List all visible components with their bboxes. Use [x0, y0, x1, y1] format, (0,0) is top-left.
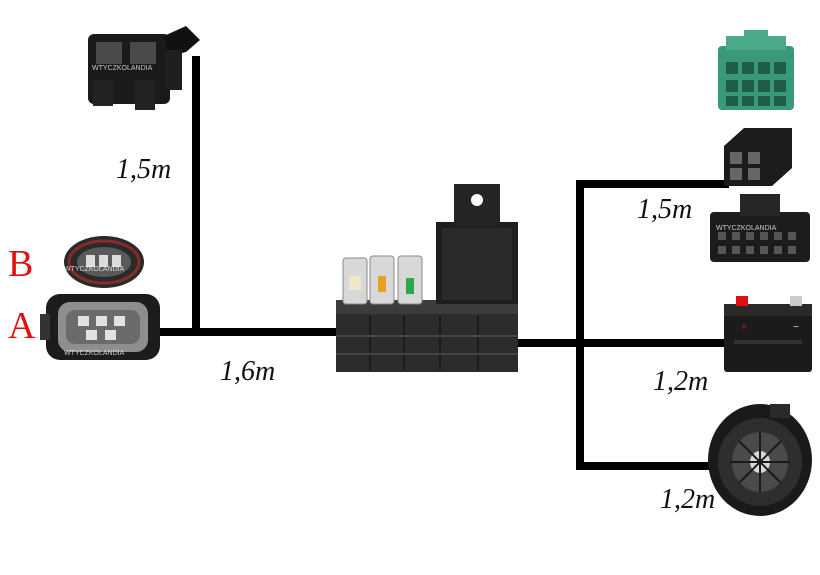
blower-motor-icon: [708, 404, 812, 516]
relay-icon: [436, 184, 518, 304]
label-blower-cable: 1,2m: [660, 484, 716, 515]
connector-a-icon: WTYCZKOLANDIA: [40, 294, 160, 360]
svg-text:WTYCZKOLANDIA: WTYCZKOLANDIA: [92, 65, 153, 72]
multipin-connector-icon: WTYCZKOLANDIA: [710, 194, 810, 262]
battery-icon: + −: [724, 296, 812, 372]
label-right-top-cable: 1,5m: [637, 194, 693, 225]
label-main-cable: 1,6m: [220, 356, 276, 387]
connector-b-icon: WTYCZKOLANDIA: [64, 236, 144, 288]
fuse-3: [397, 255, 423, 305]
svg-text:WTYCZKOLANDIA: WTYCZKOLANDIA: [64, 350, 125, 357]
svg-text:+: +: [741, 322, 747, 333]
connector-letter-a: A: [8, 305, 36, 347]
connector-letter-b: B: [8, 243, 34, 285]
wires: [151, 56, 730, 470]
label-top-left-cable: 1,5m: [116, 154, 172, 185]
black-connector-icon: [724, 128, 792, 186]
connector-2pin-icon: WTYCZKOLANDIA: [88, 26, 200, 110]
label-battery-cable: 1,2m: [653, 366, 709, 397]
svg-text:WTYCZKOLANDIA: WTYCZKOLANDIA: [64, 266, 125, 273]
svg-text:−: −: [793, 322, 799, 333]
relay-fuse-box-icon: [336, 184, 518, 372]
svg-text:WTYCZKOLANDIA: WTYCZKOLANDIA: [716, 225, 777, 232]
fuse-1: [342, 257, 368, 305]
fuse-2: [369, 255, 395, 305]
green-connector-icon: [718, 30, 794, 110]
